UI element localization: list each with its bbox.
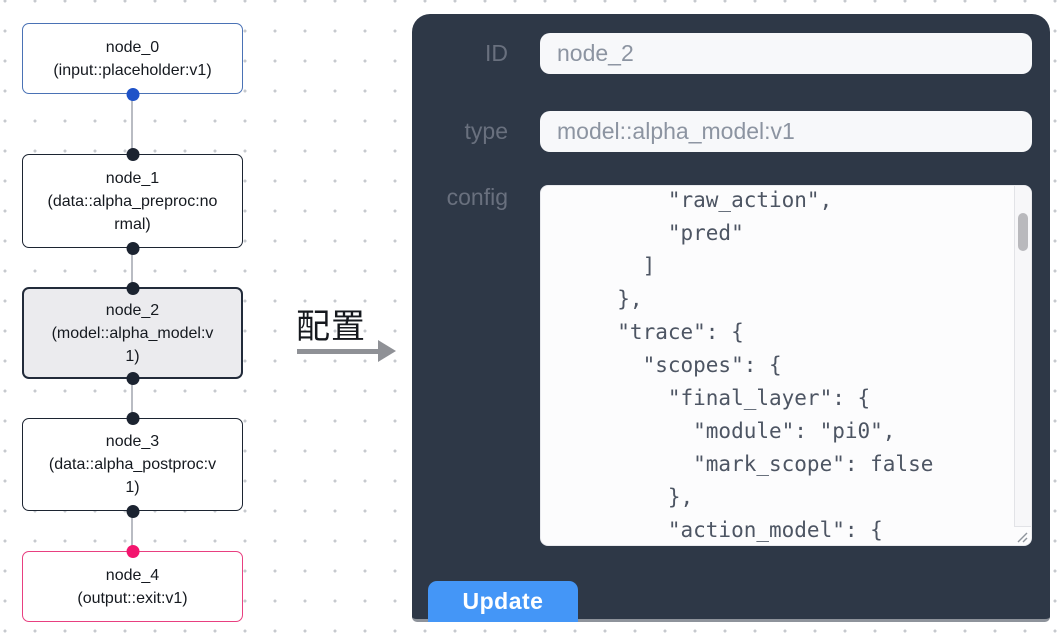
config-json-text: "raw_action", "pred" ] }, "trace": { "sc… bbox=[617, 188, 934, 542]
node-subtitle: (input::placeholder:v1) bbox=[53, 61, 212, 79]
flow-node-node_4[interactable]: node_4 (output::exit:v1) bbox=[22, 544, 243, 622]
node-subtitle: (data::alpha_preproc:normal) bbox=[47, 192, 218, 233]
id-field-label: ID bbox=[485, 40, 508, 66]
flow-node-node_3[interactable]: node_3 (data::alpha_postproc:v1) bbox=[22, 411, 243, 518]
transition-label: 配置 bbox=[296, 308, 366, 346]
node-title: node_0 bbox=[105, 38, 160, 56]
textarea-scrollbar[interactable] bbox=[1014, 186, 1031, 527]
flow-node-node_1[interactable]: node_1 (data::alpha_preproc:normal) bbox=[22, 147, 243, 255]
config-field-label: config bbox=[446, 184, 508, 210]
node-title: node_2 bbox=[105, 301, 160, 319]
target-handle-dot[interactable] bbox=[126, 281, 139, 295]
id-input[interactable]: node_2 bbox=[540, 33, 1032, 74]
edge-node0-node1 bbox=[131, 93, 133, 155]
node-subtitle: (data::alpha_postproc:v1) bbox=[48, 456, 217, 496]
right-arrow-icon bbox=[297, 340, 396, 362]
flow-node-node_2-selected[interactable]: node_2 (model::alpha_model:v1) bbox=[22, 281, 243, 385]
node-config-panel: ID node_2 type model::alpha_model:v1 con… bbox=[412, 14, 1050, 622]
config-textarea[interactable]: "raw_action", "pred" ] }, "trace": { "sc… bbox=[540, 185, 1032, 546]
arrow-head bbox=[378, 340, 396, 362]
update-button[interactable]: Update bbox=[428, 581, 578, 622]
node-title: node_1 bbox=[105, 169, 160, 187]
edge-node1-node2 bbox=[131, 248, 133, 288]
node-title: node_4 bbox=[105, 566, 160, 584]
arrow-shaft bbox=[297, 348, 378, 354]
node-subtitle: (output::exit:v1) bbox=[77, 589, 188, 607]
node-subtitle: (model::alpha_model:v1) bbox=[51, 324, 214, 365]
source-handle-dot[interactable] bbox=[126, 504, 139, 518]
edge-node3-node4 bbox=[131, 511, 133, 552]
flow-node-node_0[interactable]: node_0 (input::placeholder:v1) bbox=[22, 23, 243, 101]
type-input[interactable]: model::alpha_model:v1 bbox=[540, 111, 1032, 152]
type-field-label: type bbox=[464, 118, 508, 144]
source-handle-dot[interactable] bbox=[126, 371, 139, 385]
target-handle-dot[interactable] bbox=[126, 411, 139, 425]
resize-handle-icon[interactable] bbox=[1014, 526, 1031, 545]
target-handle-dot[interactable] bbox=[126, 544, 139, 558]
target-handle-dot[interactable] bbox=[126, 147, 139, 161]
node-title: node_3 bbox=[105, 433, 160, 450]
scrollbar-thumb[interactable] bbox=[1018, 213, 1028, 251]
edge-node2-node3 bbox=[131, 379, 133, 419]
source-handle-dot[interactable] bbox=[126, 87, 139, 101]
source-handle-dot[interactable] bbox=[126, 241, 139, 255]
